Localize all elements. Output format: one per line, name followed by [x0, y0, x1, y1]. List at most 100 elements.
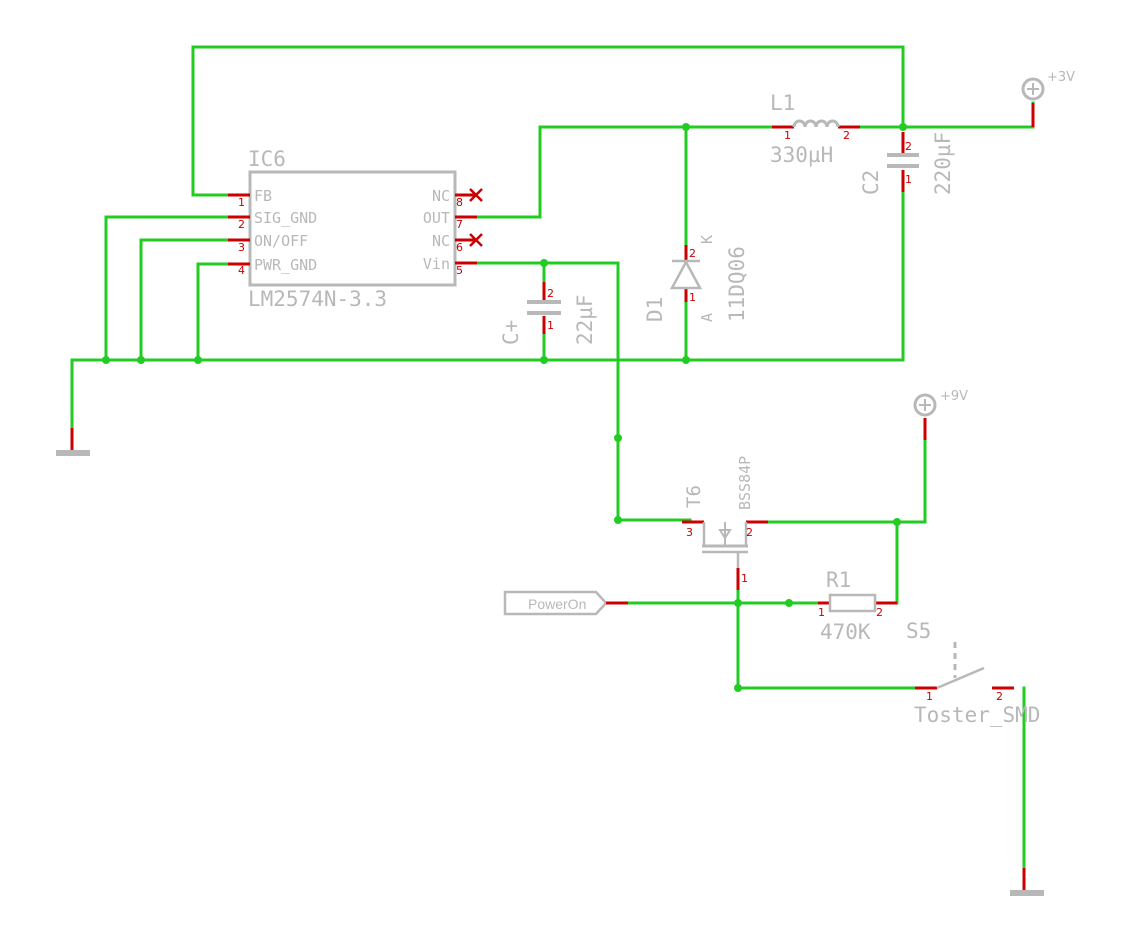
junction-dot [540, 259, 548, 267]
ground-symbols [56, 428, 1044, 896]
r1-ref: R1 [826, 568, 851, 592]
plus-circle-icon [913, 393, 937, 417]
t6-ref: T6 [683, 485, 705, 508]
r1-pinnum: 1 [818, 606, 825, 619]
net-label-poweron[interactable]: PowerOn [503, 590, 628, 616]
s5-switch[interactable]: 1 2 S5 Toster_SMD [906, 619, 1040, 727]
t6-pinnum: 3 [686, 526, 693, 539]
ic6-pinnum: 1 [238, 196, 245, 209]
cin-pinnum: 1 [547, 319, 554, 332]
cin-pinnum: 2 [547, 287, 554, 300]
wire-out [468, 125, 774, 219]
net-label-shape [503, 590, 608, 616]
junction-dot [194, 356, 202, 364]
c2-pinnum: 2 [905, 140, 912, 153]
no-connect-icon [469, 188, 483, 202]
wire-fb-feedback [191, 45, 905, 197]
cin-capacitor[interactable]: 2 1 C+ 22µF [499, 282, 597, 345]
ic6-pinnum: 2 [238, 218, 245, 231]
c2-pinnum: 1 [905, 173, 912, 186]
cin-ref: C+ [499, 320, 523, 345]
junction-dot [682, 123, 690, 131]
plus-circle-icon [1021, 77, 1045, 101]
t6-pinnum: 1 [741, 572, 748, 585]
wire-gnd-rail [70, 188, 905, 430]
l1-pinnum: 2 [843, 129, 850, 142]
d1-value: 11DQ06 [725, 246, 749, 322]
ic6-value: LM2574N-3.3 [248, 287, 387, 311]
ic6-pinnum: 5 [456, 264, 463, 277]
no-connect-icon [469, 233, 483, 247]
wire-sig-gnd [104, 215, 242, 362]
junctions [102, 123, 907, 692]
wire-3v-out [858, 101, 1035, 129]
junction-dot [899, 123, 907, 131]
ic6-pin-name-vin: Vin [423, 255, 450, 273]
resistor-body-icon [828, 593, 877, 613]
ic6-symbol[interactable]: IC6 LM2574N-3.3 1 2 3 4 8 7 6 5 FB SIG_G… [228, 147, 483, 311]
net-label-text: PowerOn [528, 596, 586, 612]
ic6-pinnum: 8 [456, 196, 463, 209]
d1-ref: D1 [643, 297, 667, 322]
junction-dot [137, 356, 145, 364]
ic6-pin-name-sig-gnd: SIG_GND [254, 209, 317, 227]
junction-dot [734, 599, 742, 607]
ic6-pin-name-on-off: ON/OFF [254, 232, 308, 250]
diode-triangle-icon [669, 259, 703, 290]
r1-pinnum: 2 [876, 606, 883, 619]
ic6-ref: IC6 [248, 147, 286, 171]
ic6-pinnum: 3 [238, 241, 245, 254]
ic6-pin-name-out: OUT [423, 209, 450, 227]
junction-dot [682, 356, 690, 364]
c2-ref: C2 [859, 170, 883, 195]
l1-ref: L1 [770, 91, 795, 115]
s5-pinnum: 1 [926, 690, 933, 703]
junction-dot [785, 599, 793, 607]
d1-anode-label: A [698, 313, 716, 322]
mosfet-body-icon [702, 522, 748, 568]
supply-9v-label: +9V [940, 389, 968, 404]
ic6-pinnum: 4 [238, 264, 245, 277]
ic6-body [248, 170, 457, 287]
d1-pinnum: 2 [689, 247, 696, 260]
d1-pinnum: 1 [689, 291, 696, 304]
l1-inductor[interactable]: L1 330µH 1 2 [770, 91, 860, 167]
junction-dot [102, 356, 110, 364]
supply-9v: +9V [913, 389, 968, 440]
c2-capacitor[interactable]: 2 1 C2 220µF [859, 132, 955, 195]
ic6-pin-name-nc6: NC [432, 232, 450, 250]
l1-pinnum: 1 [784, 129, 791, 142]
ic6-pinnum: 6 [456, 241, 463, 254]
inductor-coil-icon [792, 119, 840, 128]
supply-3v-label: +3V [1047, 70, 1075, 85]
d1-cathode-label: K [698, 235, 716, 244]
wire-on-off [139, 238, 242, 362]
c2-value: 220µF [931, 132, 955, 195]
l1-value: 330µH [770, 143, 833, 167]
supply-3v: +3V [1021, 70, 1075, 127]
switch-lever-icon [936, 666, 985, 690]
junction-dot [614, 516, 622, 524]
t6-value: BSS84P [736, 456, 754, 510]
cin-value: 22µF [573, 294, 597, 345]
junction-dot [614, 434, 622, 442]
wires [70, 45, 1035, 870]
r1-value: 470K [820, 620, 871, 644]
wire-pwr-gnd [196, 262, 242, 362]
s5-value: Toster_SMD [914, 703, 1040, 727]
junction-dot [893, 518, 901, 526]
d1-diode[interactable]: 2 1 D1 11DQ06 A K [643, 235, 749, 322]
t6-mosfet[interactable]: 3 2 1 T6 BSS84P [682, 456, 768, 590]
wire-9v [766, 438, 927, 524]
ic6-pin-name-fb: FB [254, 187, 272, 205]
s5-ref: S5 [906, 619, 931, 643]
t6-pinnum: 2 [746, 526, 753, 539]
junction-dot [540, 356, 548, 364]
ic6-pin-name-pwr-gnd: PWR_GND [254, 256, 317, 274]
ic6-pinnum: 7 [456, 218, 463, 231]
ic6-pin-name-nc8: NC [432, 187, 450, 205]
s5-pinnum: 2 [996, 690, 1003, 703]
junction-dot [734, 684, 742, 692]
r1-resistor[interactable]: 1 2 R1 470K [818, 568, 897, 644]
